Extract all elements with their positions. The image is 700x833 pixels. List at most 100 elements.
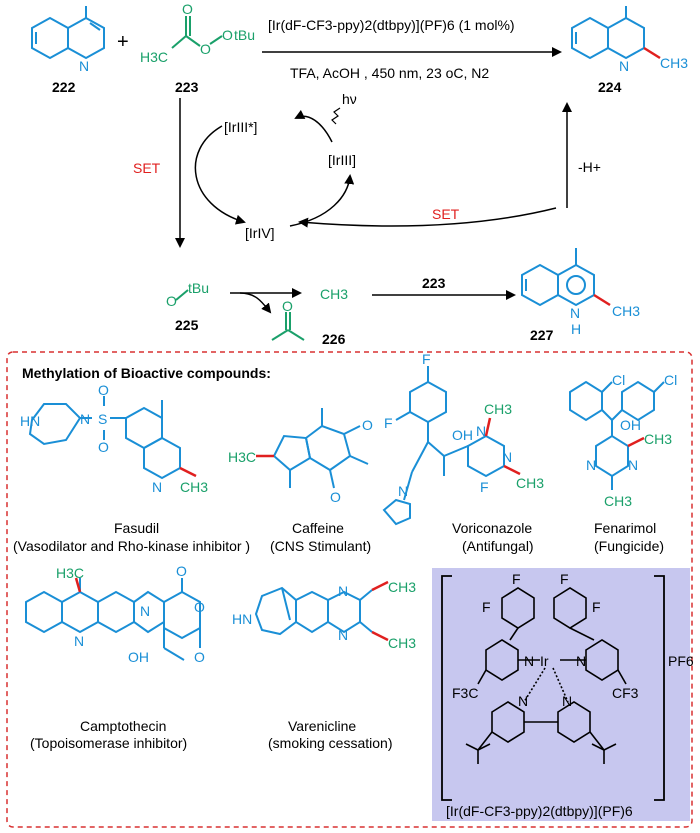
- atom-F: F: [422, 351, 431, 367]
- new-methyl-bond: [593, 293, 611, 307]
- hv-squiggle: [331, 107, 341, 125]
- compound-222-structure: [31, 6, 105, 60]
- new-methyl-bond: [627, 436, 645, 448]
- new-methyl-bond: [74, 577, 82, 593]
- atom-N: N: [79, 58, 89, 74]
- atom-O: O: [194, 649, 205, 665]
- caffeine-name: Caffeine: [292, 520, 344, 536]
- atom-F: F: [480, 479, 489, 495]
- atom-CH3: CH3: [388, 579, 416, 595]
- atom-O: O: [194, 599, 205, 615]
- compound-222-label: 222: [52, 79, 76, 95]
- atom-N: N: [502, 449, 512, 465]
- atom-O: O: [222, 27, 233, 43]
- new-methyl-bond: [371, 580, 389, 592]
- atom-tBu: tBu: [234, 27, 255, 43]
- atom-N: N: [619, 58, 629, 74]
- varenicline-name: Varenicline: [288, 718, 356, 734]
- atom-F: F: [482, 599, 491, 615]
- atom-N: N: [74, 633, 84, 649]
- atom-N: N: [398, 483, 408, 499]
- fasudil-name: Fasudil: [114, 520, 159, 536]
- compound-226-structure: [271, 312, 305, 341]
- atom-F: F: [384, 415, 393, 431]
- atom-O: O: [98, 382, 109, 398]
- catalyst-box: [432, 568, 690, 821]
- catalyst-structure: [465, 587, 627, 764]
- atom-O: O: [176, 563, 187, 579]
- atom-F: F: [592, 599, 601, 615]
- cycle-arc-top: [294, 109, 333, 143]
- atom-N: N: [628, 457, 638, 473]
- atom-CH3: CH3: [484, 401, 512, 417]
- camptothecin-structure: [25, 578, 201, 661]
- voriconazole-structure: [382, 366, 505, 526]
- atom-H: H: [571, 321, 581, 337]
- new-methyl-bond: [371, 630, 389, 642]
- plus-sign: +: [117, 31, 129, 53]
- atom-CH3: CH3: [516, 475, 544, 491]
- cycle-arc-left: [194, 125, 246, 225]
- atom-O: O: [282, 298, 293, 314]
- atom-CH3: CH3: [388, 635, 416, 651]
- methyl-radical: CH3: [320, 286, 348, 302]
- fasudil-use: (Vasodilator and Rho-kinase inhibitor ): [13, 538, 250, 554]
- atom-CF3: CF3: [612, 685, 639, 701]
- atom-PF6: PF6: [668, 653, 694, 669]
- compound-226-label: 226: [322, 331, 346, 347]
- bioactive-box: [6, 351, 693, 828]
- atom-F3C: F3C: [452, 685, 478, 701]
- set-left-label: SET: [133, 160, 161, 176]
- atom-F: F: [560, 571, 569, 587]
- atom-N: N: [338, 583, 348, 599]
- caffeine-structure: [272, 408, 369, 489]
- fasudil-structure: [28, 396, 181, 480]
- new-methyl-bond: [484, 417, 492, 437]
- atom-CH3: CH3: [644, 431, 672, 447]
- atom-N: N: [576, 653, 586, 669]
- atom-N: N: [562, 693, 572, 709]
- minus-h-label: -H+: [578, 159, 601, 175]
- new-methyl-bond: [503, 464, 521, 476]
- atom-H3C: H3C: [140, 49, 168, 65]
- atom-HN: HN: [232, 611, 252, 627]
- conditions-top: [Ir(dF-CF3-ppy)2(dtbpy)](PF)6 (1 mol%): [268, 17, 515, 33]
- set-return-arrow: [298, 207, 557, 228]
- atom-O: O: [200, 41, 211, 57]
- atom-O: O: [330, 489, 341, 505]
- compound-223-arrow-label: 223: [422, 275, 446, 291]
- atom-Ir: Ir: [540, 653, 549, 669]
- camptothecin-name: Camptothecin: [80, 718, 166, 734]
- atom-N: N: [524, 653, 534, 669]
- cycle-arc-right: [289, 174, 355, 227]
- atom-CH3: CH3: [604, 493, 632, 509]
- atom-CH3: CH3: [180, 479, 208, 495]
- atom-CH3: CH3: [660, 55, 688, 71]
- compound-225-structure: [175, 289, 189, 301]
- atom-N: N: [80, 411, 90, 427]
- new-methyl-bond: [643, 46, 661, 60]
- fenarimol-use: (Fungicide): [594, 538, 664, 554]
- atom-N: N: [570, 305, 580, 321]
- atom-O: O: [166, 293, 177, 309]
- catalyst-label: [Ir(dF-CF3-ppy)2(dtbpy)](PF)6: [446, 803, 633, 819]
- ir3-star-label: [IrIII*]: [224, 119, 257, 135]
- atom-O: O: [362, 417, 373, 433]
- atom-tBu: tBu: [188, 280, 209, 296]
- atom-O: O: [98, 439, 109, 455]
- atom-F: F: [512, 571, 521, 587]
- compound-224-structure: [571, 6, 645, 60]
- atom-CH3: CH3: [612, 303, 640, 319]
- atom-H3C: H3C: [228, 449, 256, 465]
- atom-OH: OH: [128, 649, 149, 665]
- fenarimol-name: Fenarimol: [594, 520, 656, 536]
- catalyst-brackets: [441, 575, 665, 801]
- conditions-bottom: TFA, AcOH , 450 nm, 23 oC, N2: [290, 65, 489, 81]
- compound-225-label: 225: [175, 317, 199, 333]
- acetone-branch: [239, 292, 272, 314]
- compound-223-structure: [171, 16, 223, 49]
- ir4-label: [IrIV]: [245, 225, 275, 241]
- atom-OH: OH: [620, 417, 641, 433]
- compound-223-label: 223: [175, 79, 199, 95]
